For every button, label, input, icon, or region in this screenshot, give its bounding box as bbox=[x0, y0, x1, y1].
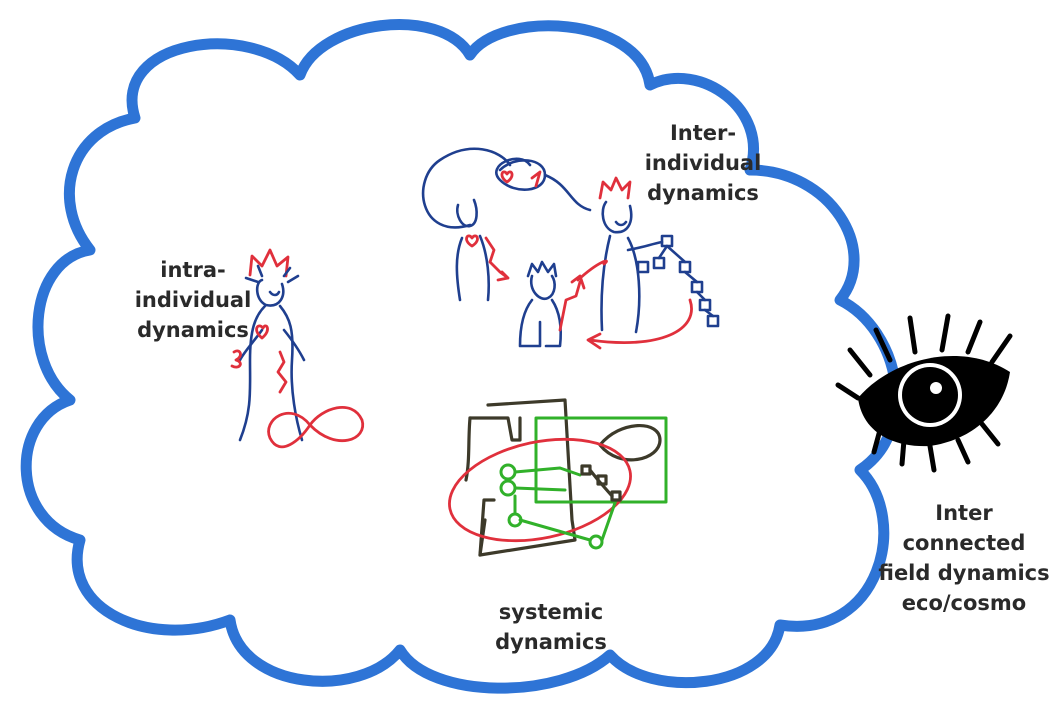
field-line-4: eco/cosmo bbox=[901, 591, 1027, 615]
field-dynamics-label: Inter connected field dynamics eco/cosmo bbox=[878, 498, 1050, 618]
inter-individual-label: Inter- individual dynamics bbox=[628, 118, 778, 208]
crown-icon bbox=[248, 248, 290, 278]
inter-ind-line-1: Inter- bbox=[669, 121, 737, 145]
field-line-3: field dynamics bbox=[878, 561, 1050, 585]
systemic-label: systemic dynamics bbox=[476, 597, 626, 657]
heart-icon bbox=[255, 324, 269, 340]
inter-ind-line-3: dynamics bbox=[647, 181, 759, 205]
inter-ind-line-2: individual bbox=[644, 151, 762, 175]
crown-icon-2 bbox=[598, 176, 632, 200]
infinity-icon bbox=[267, 406, 365, 449]
intra-line-3: dynamics bbox=[137, 318, 249, 342]
systemic-line-2: dynamics bbox=[495, 630, 607, 654]
inter-individual-figures bbox=[421, 147, 720, 350]
field-line-2: connected bbox=[902, 531, 1026, 555]
systemic-line-1: systemic bbox=[498, 600, 604, 624]
intra-line-2: individual bbox=[134, 288, 252, 312]
intra-individual-figure bbox=[230, 248, 365, 449]
intra-line-1: intra- bbox=[160, 258, 226, 282]
cloud-outline bbox=[20, 19, 902, 694]
systemic-diagram bbox=[448, 398, 668, 557]
eye-icon bbox=[835, 313, 1013, 473]
intra-individual-label: intra- individual dynamics bbox=[128, 255, 258, 345]
field-line-1: Inter bbox=[935, 501, 993, 525]
